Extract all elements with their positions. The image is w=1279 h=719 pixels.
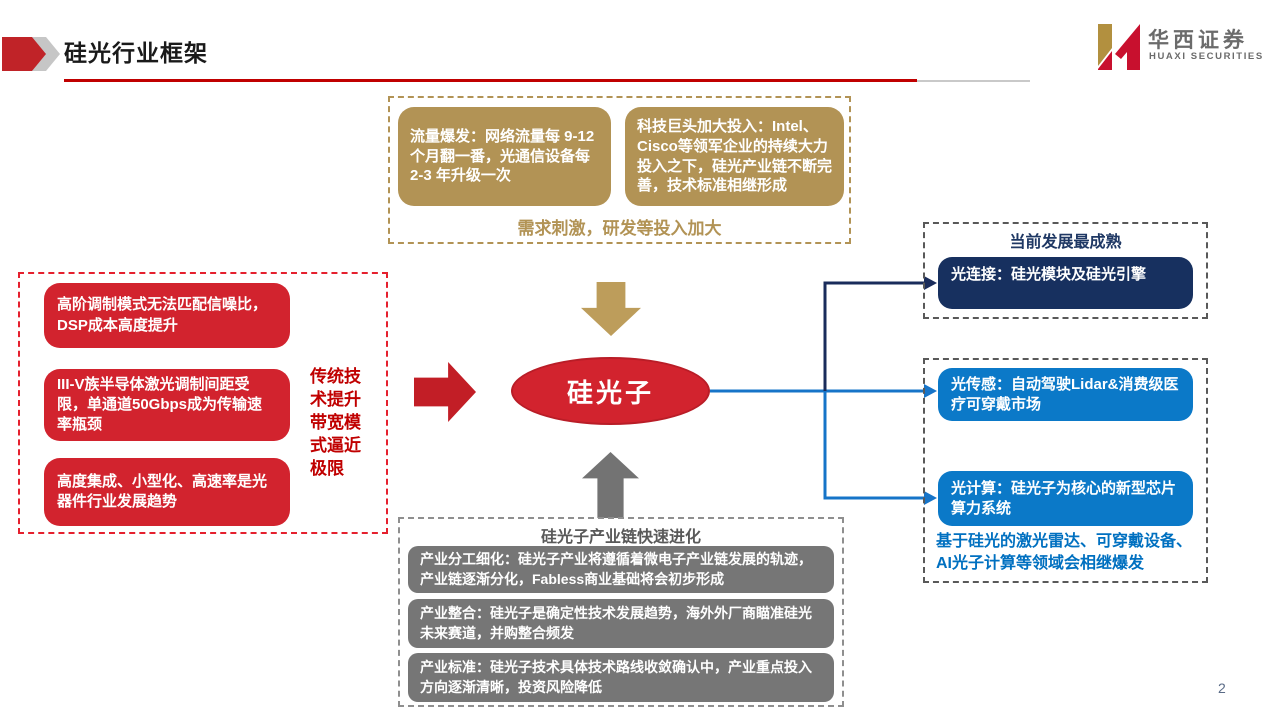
limit-box-integration-text: 高度集成、小型化、高速率是光器件行业发展趋势 xyxy=(57,472,268,510)
application-box-sensing: 光传感：自动驾驶Lidar&消费级医疗可穿戴市场 xyxy=(938,368,1193,421)
logo-name-cn: 华西证券 xyxy=(1148,29,1248,52)
demand-box-traffic: 流量爆发：网络流量每 9-12 个月翻一番，光通信设备每 2-3 年升级一次 xyxy=(398,107,611,206)
limit-box-modulation-text: 高阶调制模式无法匹配信噪比，DSP成本高度提升 xyxy=(57,296,268,334)
application-box-computing-text: 光计算：硅光子为核心的新型芯片算力系统 xyxy=(951,480,1177,517)
limits-group-frame xyxy=(18,272,388,534)
down-arrow-icon xyxy=(581,282,641,336)
title-underline-gray xyxy=(917,80,1030,82)
industry-box-standards: 产业标准：硅光子技术具体技术路线收敛确认中，产业重点投入方向逐渐清晰，投资风险降… xyxy=(408,653,834,702)
title-underline-red xyxy=(64,79,917,82)
right-arrow-icon xyxy=(414,362,476,422)
limit-box-modulation: 高阶调制模式无法匹配信噪比，DSP成本高度提升 xyxy=(44,283,290,348)
header-chevron-icon xyxy=(2,37,60,71)
demand-box-giants: 科技巨头加大投入：Intel、Cisco等领军企业的持续大力投入之下，硅光产业链… xyxy=(625,107,844,206)
industry-chain-frame xyxy=(398,517,844,707)
application-box-sensing-text: 光传感：自动驾驶Lidar&消费级医疗可穿戴市场 xyxy=(951,376,1179,413)
silicon-photonics-node: 硅光子 xyxy=(511,357,710,425)
maturity-group-frame xyxy=(923,222,1208,319)
future-group-frame xyxy=(923,358,1208,583)
page-title: 硅光行业框架 xyxy=(64,40,208,66)
industry-box-division: 产业分工细化：硅光子产业将遵循着微电子产业链发展的轨迹，产业链逐渐分化，Fabl… xyxy=(408,546,834,593)
demand-box-giants-text: 科技巨头加大投入：Intel、Cisco等领军企业的持续大力投入之下，硅光产业链… xyxy=(637,117,833,195)
huaxi-logo-icon xyxy=(1098,24,1140,70)
industry-chain-title: 硅光子产业链快速进化 xyxy=(540,529,701,546)
demand-box-traffic-text: 流量爆发：网络流量每 9-12 个月翻一番，光通信设备每 2-3 年升级一次 xyxy=(410,127,595,185)
limit-box-iiiv-text: III-V族半导体激光调制间距受限，单通道50Gbps成为传输速率瓶颈 xyxy=(57,375,263,434)
logo-name-en: HUAXI SECURITIES xyxy=(1149,51,1264,62)
limits-side-note: 传统技术提升带宽模式逼近极限 xyxy=(310,367,361,478)
application-box-connect-text: 光连接：硅光模块及硅光引擎 xyxy=(951,266,1147,283)
application-box-connect: 光连接：硅光模块及硅光引擎 xyxy=(938,257,1193,309)
up-arrow-icon xyxy=(582,452,639,518)
future-note: 基于硅光的激光雷达、可穿戴设备、AI光子计算等领域会相继爆发 xyxy=(936,533,1193,572)
industry-box-consolidation-text: 产业整合：硅光子是确定性技术发展趋势，海外外厂商瞄准硅光未来赛道，并购整合频发 xyxy=(420,605,812,641)
demand-group-frame xyxy=(388,96,851,244)
limit-box-iiiv: III-V族半导体激光调制间距受限，单通道50Gbps成为传输速率瓶颈 xyxy=(44,369,290,441)
page-number: 2 xyxy=(1218,680,1226,696)
application-box-computing: 光计算：硅光子为核心的新型芯片算力系统 xyxy=(938,471,1193,526)
maturity-title: 当前发展最成熟 xyxy=(1009,234,1122,251)
industry-box-division-text: 产业分工细化：硅光子产业将遵循着微电子产业链发展的轨迹，产业链逐渐分化，Fabl… xyxy=(420,551,812,587)
huaxi-logo: 华西证券 HUAXI SECURITIES xyxy=(1096,20,1276,70)
industry-box-standards-text: 产业标准：硅光子技术具体技术路线收敛确认中，产业重点投入方向逐渐清晰，投资风险降… xyxy=(420,659,812,695)
demand-caption: 需求刺激，研发等投入加大 xyxy=(517,219,722,238)
silicon-photonics-label: 硅光子 xyxy=(566,377,654,408)
limit-box-integration: 高度集成、小型化、高速率是光器件行业发展趋势 xyxy=(44,458,290,526)
industry-box-consolidation: 产业整合：硅光子是确定性技术发展趋势，海外外厂商瞄准硅光未来赛道，并购整合频发 xyxy=(408,599,834,648)
